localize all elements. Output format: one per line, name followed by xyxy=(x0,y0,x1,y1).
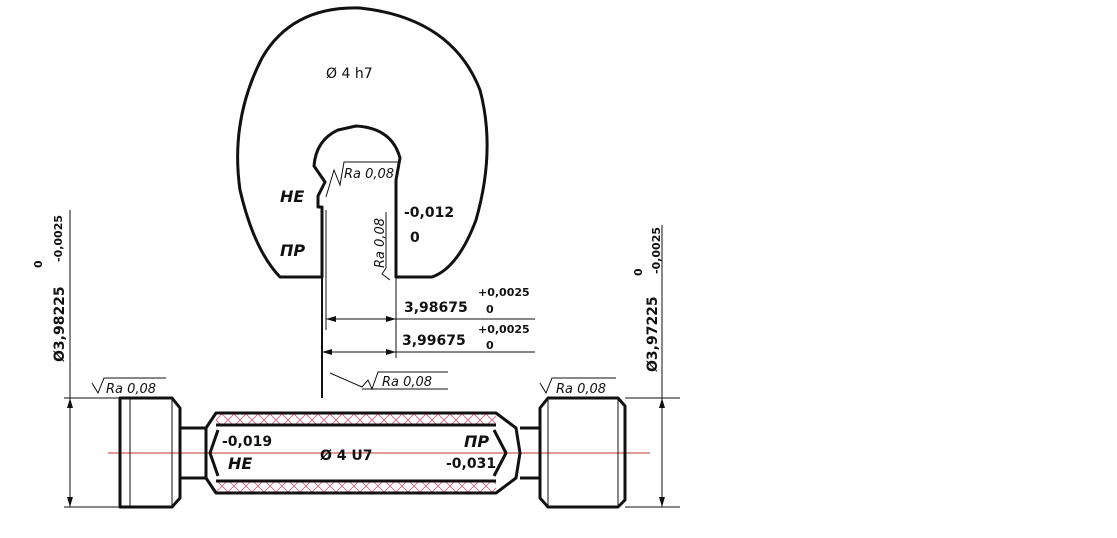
plug-size-label: Ø 4 U7 xyxy=(320,448,373,464)
plug-right-dim-upper: 0 xyxy=(632,268,645,276)
plug-gauge: -0,019 НЕ Ø 4 U7 ПР -0,031 Ra 0,08 Ra 0,… xyxy=(32,210,680,509)
ring-dim2-upper: +0,0025 xyxy=(478,323,530,336)
plug-roughness-right: Ra 0,08 xyxy=(556,382,606,397)
plug-right-dim-lower: -0,0025 xyxy=(650,227,663,274)
plug-right-dim-value: Ø3,97225 xyxy=(645,296,661,372)
ring-lower-dev: 0 xyxy=(410,230,420,246)
roughness-symbol-icon xyxy=(539,377,616,395)
plug-left-dim-upper: 0 xyxy=(32,260,45,268)
ring-size-label: Ø 4 h7 xyxy=(326,66,373,82)
ring-upper-dev: -0,012 xyxy=(404,205,454,221)
ring-gauge: Ø 4 h7 НЕ ПР -0,012 0 Ra 0,08 Ra 0,08 3,… xyxy=(236,6,535,398)
plug-left-dim-value: Ø3,98225 xyxy=(52,286,68,362)
ring-outline xyxy=(236,6,489,279)
ring-dim1-lower: 0 xyxy=(486,303,494,316)
ring-dim2-value: 3,99675 xyxy=(402,333,466,349)
ring-dim1-upper: +0,0025 xyxy=(478,286,530,299)
plug-ne-label: НЕ xyxy=(228,454,252,473)
ring-dim2-lower: 0 xyxy=(486,339,494,352)
plug-left-dim-lower: -0,0025 xyxy=(52,215,65,262)
ring-roughness-side: Ra 0,08 xyxy=(373,218,388,268)
ring-ne-label: НЕ xyxy=(280,187,304,206)
roughness-symbol-icon xyxy=(91,377,166,395)
plug-roughness-left: Ra 0,08 xyxy=(106,382,156,397)
ring-dim1-value: 3,98675 xyxy=(404,300,468,316)
plug-ne-dev: -0,019 xyxy=(222,434,272,450)
ring-pr-label: ПР xyxy=(280,241,305,260)
ring-roughness-bottom: Ra 0,08 xyxy=(382,375,432,390)
roughness-symbol-icon xyxy=(381,212,391,281)
roughness-symbol-icon xyxy=(329,371,448,391)
ring-roughness-top: Ra 0,08 xyxy=(344,167,394,182)
roughness-symbol-icon xyxy=(325,161,398,198)
plug-pr-dev: -0,031 xyxy=(446,456,496,472)
plug-pr-label: ПР xyxy=(464,432,489,451)
